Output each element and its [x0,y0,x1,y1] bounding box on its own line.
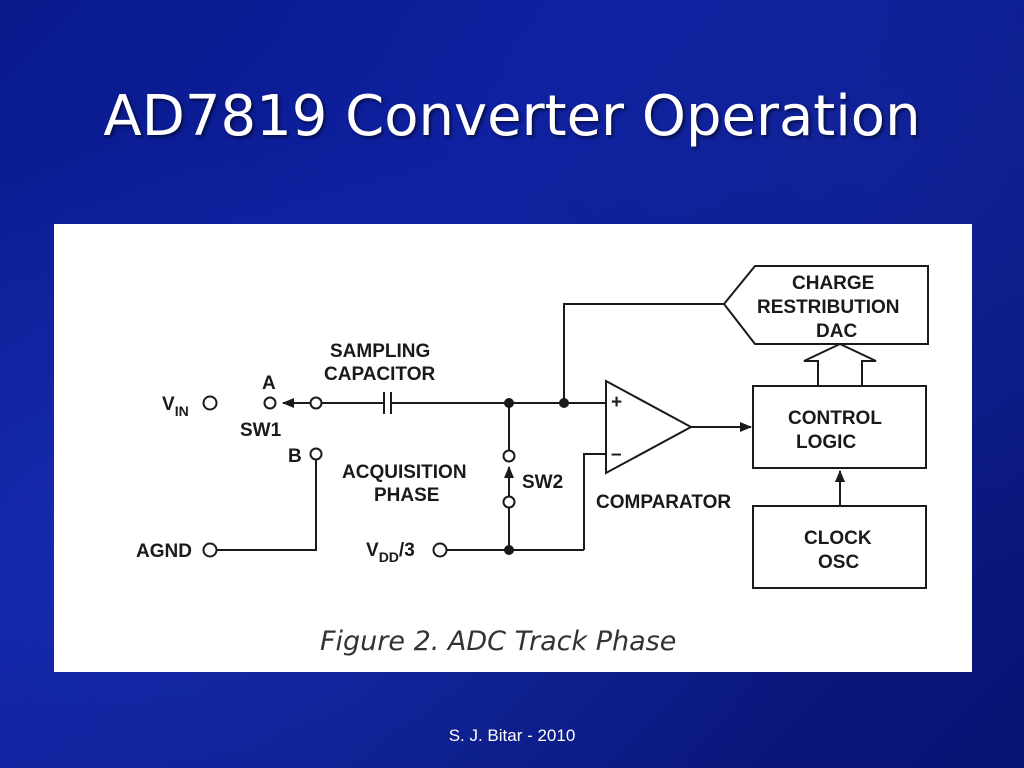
sw2-label: SW2 [522,472,563,493]
sampling-label-line1: SAMPLING [330,341,430,362]
switch-pos-a-label: A [262,373,276,394]
sw1-pivot [309,396,323,410]
junction-sw2-bottom [504,545,514,555]
dac-label-line3: DAC [816,321,857,342]
dac-label-line1: CHARGE [792,273,874,294]
control-logic-block [752,385,927,469]
figure-caption: Figure 2. ADC Track Phase [320,626,676,657]
slide-footer: S. J. Bitar - 2010 [448,726,576,745]
clock-label-line1: CLOCK [804,528,872,549]
agnd-wire [216,460,317,551]
adc-track-phase-diagram: VIN A SW1 B AGND SAMPLING CAPACITOR SW2 … [136,265,929,657]
sw2-top-contact [502,449,516,463]
dac-block [722,265,929,345]
vin-terminal [202,395,218,411]
switch-pos-b-label: B [288,446,302,467]
bus-arrow [803,342,877,387]
sw2-bottom-contact [502,495,516,509]
vdd-label: VDD/3 [366,540,415,565]
comparator-plus-sign: + [611,392,622,413]
clock-osc-block [752,505,927,589]
comparator-minus-sign: – [611,444,622,465]
vin-label: VIN [162,394,189,419]
control-label-line2: LOGIC [796,432,856,453]
comparator-minus-wire [583,453,606,550]
sw1-label: SW1 [240,420,282,441]
slide-title: AD7819 Converter Operation [103,84,921,149]
vdd-terminal [432,542,448,558]
clock-label-line2: OSC [818,552,859,573]
acquisition-label-line2: PHASE [374,485,439,506]
dac-feedback-wire [563,303,724,403]
agnd-terminal [202,542,218,558]
dac-label-line2: RESTRIBUTION [757,297,900,318]
sampling-label-line2: CAPACITOR [324,364,435,385]
sw1-contact-b [309,447,323,461]
comparator-label: COMPARATOR [596,492,731,513]
acquisition-label-line1: ACQUISITION [342,462,467,483]
figure-panel: VIN A SW1 B AGND SAMPLING CAPACITOR SW2 … [54,224,972,672]
agnd-label: AGND [136,541,192,562]
sw1-contact-a [263,396,277,410]
control-label-line1: CONTROL [788,408,882,429]
comparator-symbol [605,379,694,475]
